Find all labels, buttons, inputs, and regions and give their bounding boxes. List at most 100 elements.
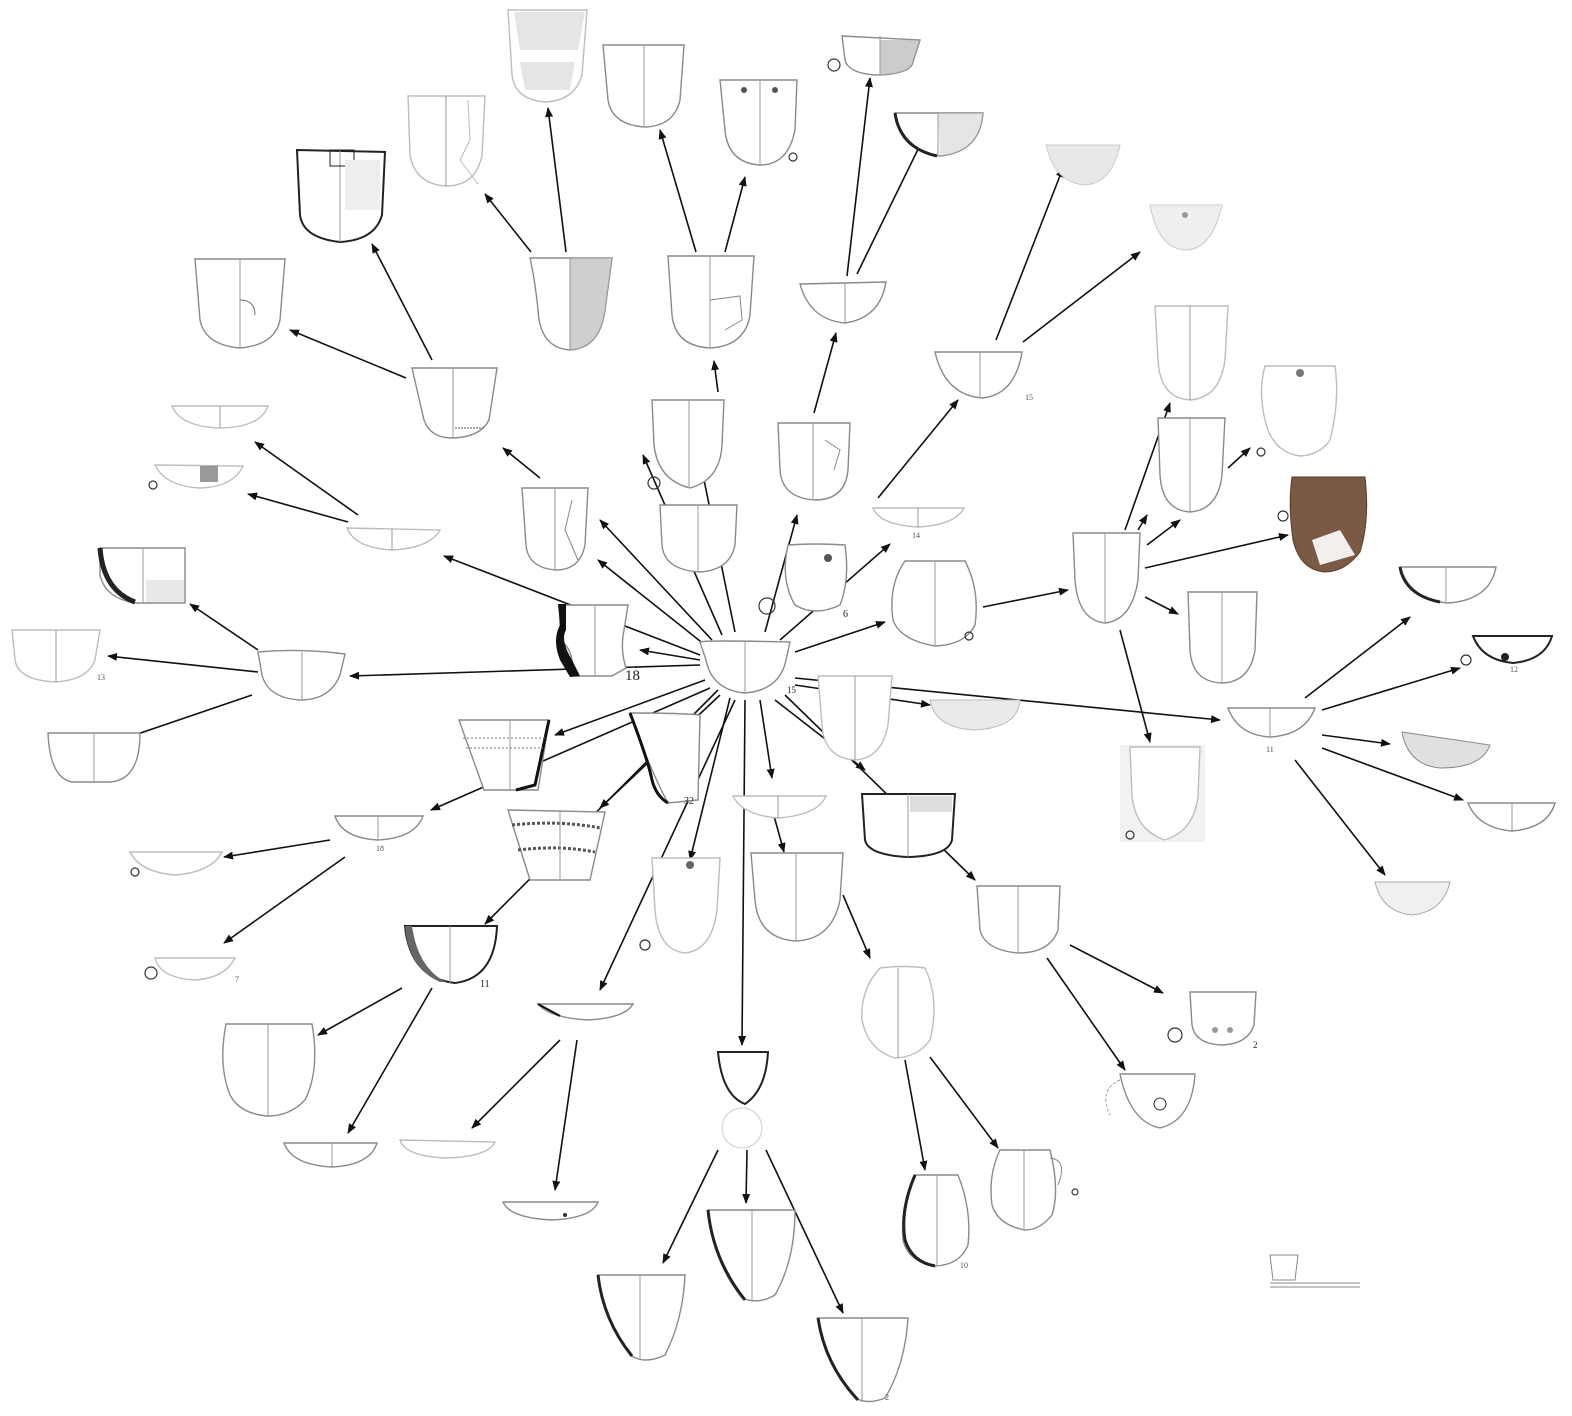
- photo-jar: [1277, 476, 1368, 573]
- cup-tall-light: [639, 857, 721, 954]
- jar-bottom-right: 10: [901, 1174, 970, 1270]
- dish-7: 7: [144, 957, 239, 984]
- jar-center-up: [647, 399, 725, 490]
- dish-bottom: [399, 1139, 497, 1159]
- arrow-to-cup-top-left: [289, 329, 407, 379]
- globular-vessel: [716, 1051, 770, 1149]
- dish-30: [128, 851, 224, 877]
- arrow-to-globular: [738, 699, 747, 1046]
- cracked-bowl-far-right: [1401, 731, 1491, 769]
- faded-cup: [1120, 745, 1205, 842]
- arrow-to-dish-30: [223, 839, 331, 860]
- arrow-to-cup-tall: [688, 697, 731, 861]
- label-dish-7: 7: [235, 975, 239, 984]
- cup-top-center: [602, 44, 685, 128]
- arrow-to-jar-right: [794, 621, 886, 653]
- dish-top-left: [170, 405, 270, 429]
- arrow-to-tall-cup: [371, 243, 433, 361]
- banded-bowl: [507, 809, 606, 881]
- bowl-dark-rim-upper: [893, 112, 984, 158]
- plate-bottom: [501, 1201, 600, 1221]
- label-cup-2: 2: [1253, 1040, 1258, 1050]
- tall-cup-stippled: [295, 148, 387, 244]
- arrow-to-dish: [247, 492, 349, 523]
- arrow-to-bowl-top-right: [856, 134, 926, 275]
- arrow-to-bowl-11-right: [1321, 747, 1464, 801]
- arrow-to-top-bowl: [846, 77, 873, 277]
- arrow-to-beaker-up: [502, 447, 541, 479]
- jug-cracked: [861, 965, 935, 1059]
- jar-right: [891, 560, 977, 647]
- label-bold-cup: 18: [625, 668, 640, 684]
- hub-jar: [1072, 532, 1141, 624]
- arrow-to-plate: [599, 699, 736, 991]
- bowl-mid-upper: [799, 281, 887, 324]
- jar-small-right: [1256, 365, 1338, 457]
- arrow-to-hub-jar: [982, 587, 1069, 608]
- dark-bowl-left: [97, 547, 186, 605]
- arrow-to-plate-top-left: [254, 441, 359, 516]
- round-jar-lower-left: [222, 1023, 316, 1117]
- arrow-to-dish-7: [223, 856, 346, 944]
- arrow-to-bottom-right-bowl: [1294, 759, 1386, 876]
- top-bowl-small: [827, 35, 921, 76]
- dark-rim-bowl-far-right: [1398, 566, 1497, 604]
- label-neck-jar: 6: [843, 609, 848, 620]
- cup-bottom-mid: [750, 852, 844, 942]
- arrow-to-bowl-15: [877, 399, 959, 499]
- bold-cup-18: 18: [556, 604, 640, 684]
- bowl-18-lower-left: 18: [334, 815, 425, 853]
- arrow-to-bottom-cup-3: [765, 1149, 844, 1314]
- cup-5: [777, 422, 851, 501]
- arrow-to-round-jar: [317, 987, 403, 1036]
- lower-left-bowl: [47, 732, 141, 783]
- arrow-to-photo-bowl-top: [995, 167, 1064, 341]
- arrow-to-mug: [1046, 957, 1126, 1071]
- cup-upper-center: [667, 255, 755, 349]
- arrow-to-jug-handle: [929, 1056, 999, 1149]
- small-bowl-14: 14: [871, 507, 966, 540]
- arrow-to-cup-top-2: [658, 129, 697, 253]
- bottom-cup-left: [596, 1274, 686, 1361]
- arrow-to-bowl-bottom-left: [347, 987, 433, 1134]
- arrow-to-cup-2: [1069, 944, 1164, 994]
- arrow-to-jar-bottom: [904, 1059, 928, 1171]
- arrow-to-bowl-mid: [813, 332, 838, 414]
- cracked-cup-top-left: [407, 95, 486, 187]
- stippled-jar: [529, 257, 613, 351]
- bowl-15: 15: [934, 351, 1033, 402]
- mug-handled: [1105, 1073, 1196, 1129]
- scale-sketch: [1269, 1254, 1360, 1288]
- arrow-to-dark-bowl: [189, 603, 259, 651]
- neck-jar-6: 6: [758, 543, 848, 620]
- far-left-cup: 13: [11, 629, 105, 683]
- arrow-to-dark-rim-bowl: [1304, 616, 1411, 699]
- bowl-section-11: 11: [403, 925, 499, 990]
- top-fragment-jar: [507, 9, 588, 103]
- arrow-to-bottom-cup-2: [742, 1149, 751, 1204]
- arrow-to-cup-hub-2: [1137, 514, 1148, 531]
- label-bowl-18: 18: [376, 844, 384, 853]
- arrow-to-top-fragment: [545, 107, 567, 253]
- arrow-to-bold-cup: [639, 647, 701, 661]
- dish-with-patch: [148, 464, 245, 490]
- arrow-to-bowl-lower-left: [430, 687, 711, 811]
- arrow-to-photo-jar: [1144, 533, 1289, 569]
- flat-bowl-lower-center: [731, 795, 828, 819]
- bowl-12: 12: [1460, 635, 1554, 674]
- label-bowl-12: 12: [1510, 665, 1518, 674]
- arrow-to-cup-right: [1144, 596, 1179, 615]
- vessels: 15 18 32: [11, 9, 1556, 1403]
- flared-beaker: [411, 367, 498, 439]
- label-bowl-section: 11: [480, 979, 490, 990]
- label-bottom-cup-3: 2: [885, 1393, 889, 1402]
- bold-jar-32: 32: [628, 712, 701, 807]
- arrow-to-jar-left: [597, 559, 706, 646]
- jug-handled-bottom: [990, 1149, 1079, 1231]
- arrow-to-cup-mid: [599, 519, 713, 641]
- cup-right-hub: [1187, 591, 1258, 684]
- arrow-to-cup-hub: [1146, 519, 1181, 546]
- cup-lower-right: [976, 885, 1061, 954]
